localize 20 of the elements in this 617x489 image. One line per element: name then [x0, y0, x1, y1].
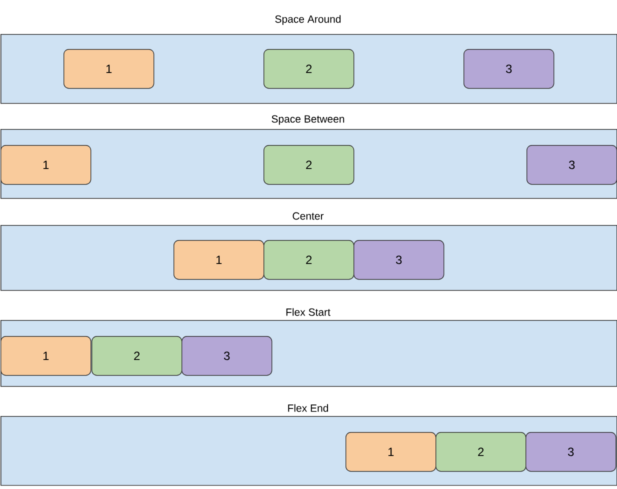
item-box: 1 [0, 336, 92, 376]
node-label: Flex End [288, 404, 328, 412]
item-box: 3 [464, 49, 554, 89]
item-box: 3 [182, 336, 272, 376]
item-box: 2 [264, 145, 354, 185]
item-box: 2 [264, 240, 354, 280]
item-box: 1 [346, 432, 436, 472]
item-box: 3 [526, 432, 616, 472]
item-box: 2 [92, 336, 182, 376]
item-box: 1 [0, 145, 92, 185]
node-label: Flex Start [286, 308, 330, 316]
item-box: 2 [264, 49, 354, 89]
item-box: 3 [526, 145, 617, 185]
item-box: 2 [436, 432, 526, 472]
node-label: Space Around [275, 15, 341, 25]
item-box: 3 [354, 240, 444, 280]
node-label: Space Between [272, 115, 344, 125]
item-box: 1 [64, 49, 154, 89]
item-box: 1 [174, 240, 264, 280]
node-label: Center [292, 212, 324, 220]
